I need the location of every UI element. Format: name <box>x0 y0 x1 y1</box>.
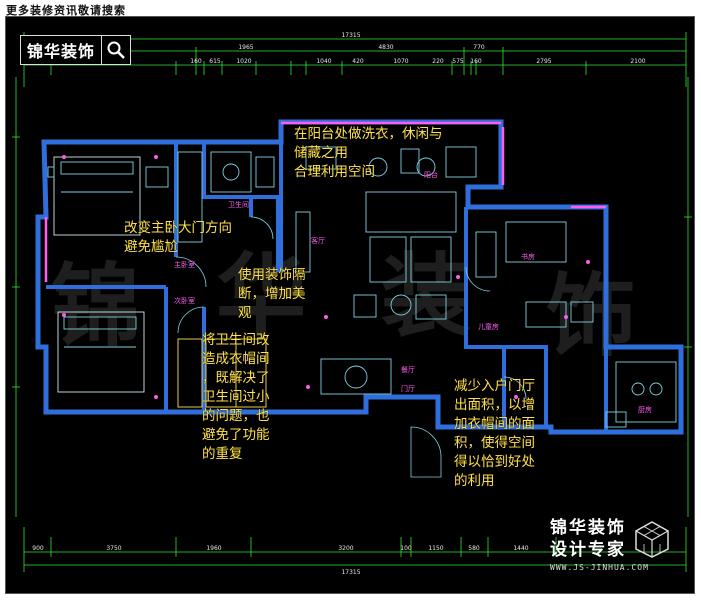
annotation-entrance: 减少入户门厅 出面积，以增 加衣帽间的面 积，使得空间 得以恰到好处 的利用 <box>454 378 535 489</box>
dim-bottom-segment: 1440 <box>513 545 528 552</box>
search-hint: 更多装修资讯敬请搜索 <box>6 4 126 17</box>
annotation-bathroom: 将卫生间改 造成衣帽间 ，既解决了 卫生间过小 的问题，也 避免了功能 的重复 <box>202 332 270 462</box>
room-label-living: 客厅 <box>311 236 325 245</box>
room-label-study: 书房 <box>521 252 535 261</box>
dim-top-segment: 420 <box>352 58 364 65</box>
room-labels: 客厅 阳台 主卧室 卫生间 次卧室 书房 儿童房 餐厅 门厅 厨房 <box>174 170 652 414</box>
dim-top-segment: 575 <box>452 58 464 65</box>
dim-top-segment: 1070 <box>393 58 408 65</box>
dim-top-segment: 220 <box>432 58 444 65</box>
dim-bottom-segment: 100 <box>400 545 412 552</box>
brand-url: WWW.JS-JINHUA.COM <box>550 563 649 572</box>
watermark-char: 锦 <box>51 253 141 359</box>
room-label-bath: 卫生间 <box>228 200 249 209</box>
brand-block: 锦华装饰 设计专家 WWW.JS-JINHUA.COM <box>550 517 672 572</box>
room-label-balcony: 阳台 <box>424 170 438 179</box>
annotation-balcony: 在阳台处做洗衣，休闲与 储藏之用 合理利用空间 <box>294 126 443 180</box>
dim-bottom-segment: 900 <box>32 545 44 552</box>
dim-bottom-segment: 3200 <box>338 545 353 552</box>
annotation-master-door: 改变主卧大门方向 避免尴尬 <box>124 220 232 255</box>
floor-plan-drawing: 锦 华 装 饰 <box>12 32 692 576</box>
cube-logo-icon <box>635 521 669 558</box>
dim-top-segment: 1040 <box>316 58 331 65</box>
furniture <box>47 146 677 428</box>
bottom-dimension-lines <box>23 527 687 572</box>
brand-text: 锦华装饰 设计专家 <box>550 517 626 561</box>
watermark-char: 华 <box>216 243 306 349</box>
dim-top-sub: 4830 <box>378 44 393 51</box>
magnifier-icon <box>101 36 130 64</box>
dim-bottom-segment: 1960 <box>206 545 221 552</box>
watermark: 锦 华 装 饰 <box>51 243 636 369</box>
room-label-kids: 儿童房 <box>478 322 499 331</box>
dim-bottom-total: 17315 <box>341 569 360 576</box>
dim-top-sub: 1965 <box>238 44 253 51</box>
dim-top-segment: 160 <box>470 58 482 65</box>
annotation-partition: 使用装饰隔 断，增加美 观 <box>238 267 306 321</box>
brand-line-1: 锦华装饰 <box>550 518 626 538</box>
dim-bottom-segment: 1150 <box>428 545 443 552</box>
room-label-second-bed: 次卧室 <box>174 296 195 305</box>
side-dimension-lines <box>12 77 692 517</box>
room-label-kitchen: 厨房 <box>638 405 652 414</box>
room-label-master-bed: 主卧室 <box>174 260 195 269</box>
logo-text: 锦华装饰 <box>27 42 96 61</box>
room-label-dining: 餐厅 <box>401 365 415 374</box>
floor-plan-canvas: 锦 华 装 饰 <box>5 16 695 594</box>
logo-box: 锦华装饰 <box>20 35 132 65</box>
dim-top-segment: 2100 <box>630 58 645 65</box>
dim-top-sub: 770 <box>473 44 485 51</box>
brand-line-2: 设计专家 <box>550 540 626 560</box>
watermark-char: 装 <box>381 243 471 349</box>
dim-bottom-segment: 3750 <box>106 545 121 552</box>
dim-top-segment: 160 <box>190 58 202 65</box>
top-dimension-labels: 17315 1965 4830 770 900 3750 160 615 102… <box>30 32 646 65</box>
dim-top-total: 17315 <box>341 32 360 39</box>
door-swings <box>175 216 527 478</box>
walls <box>35 119 684 435</box>
outlet-markers <box>62 155 590 399</box>
dim-top-segment: 1020 <box>236 58 251 65</box>
dim-top-segment: 615 <box>209 58 221 65</box>
watermark-char: 饰 <box>546 263 636 369</box>
top-dimension-lines <box>23 32 687 87</box>
dim-bottom-segment: 580 <box>468 545 480 552</box>
dim-top-segment: 2795 <box>536 58 551 65</box>
bottom-dimension-labels: 900 3750 1960 3200 100 1150 580 1440 173… <box>32 545 529 576</box>
room-label-entry: 门厅 <box>401 384 415 393</box>
